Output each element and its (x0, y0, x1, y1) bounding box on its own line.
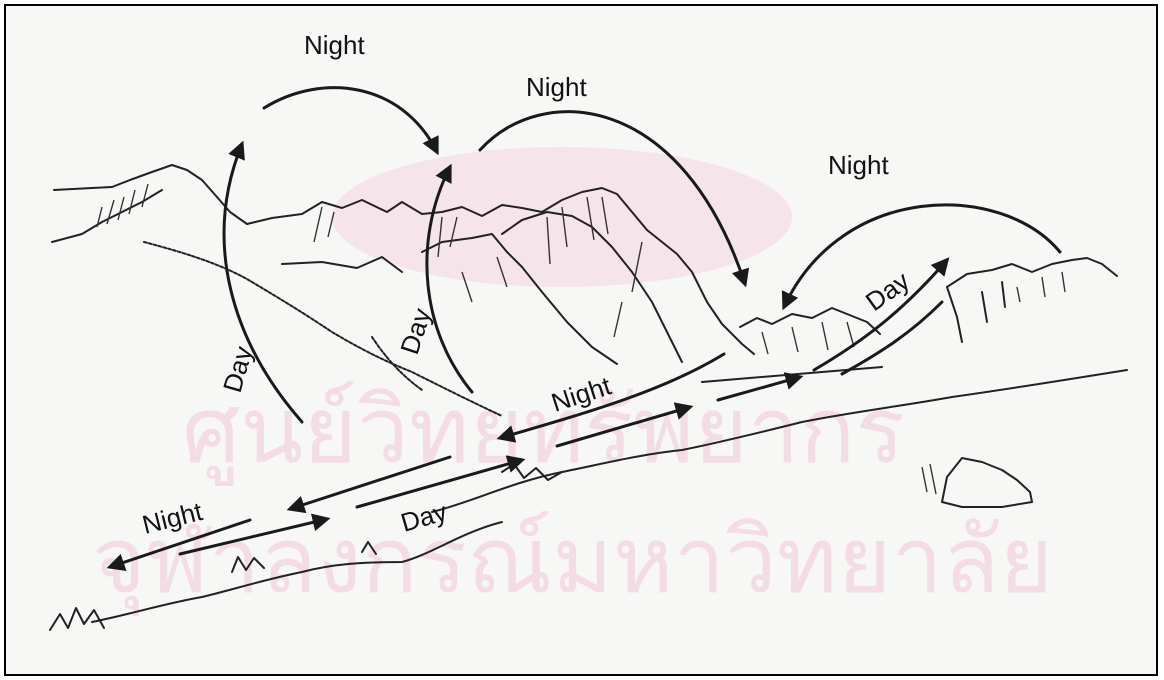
mountain-valley-wind-diagram: ศูนย์วิทยทรัพยากร จุฬาลงกรณ์มหาวิทยาลัย … (6, 6, 1156, 674)
diagram-frame: ศูนย์วิทยทรัพยากร จุฬาลงกรณ์มหาวิทยาลัย … (4, 4, 1158, 676)
boulder (942, 458, 1032, 507)
label-day-middle-slope: Day (394, 305, 437, 358)
night-arc-left (264, 88, 437, 152)
left-ridge (54, 165, 247, 224)
watermark-seal (332, 147, 792, 287)
right-low-hills (740, 308, 880, 334)
label-night-top-middle: Night (526, 72, 587, 102)
watermark-line-1: ศูนย์วิทยทรัพยากร (182, 377, 905, 486)
left-ridge-lower (52, 190, 162, 242)
label-day-right-slope: Day (860, 265, 915, 316)
label-night-top-right: Night (828, 150, 889, 180)
label-night-top-left: Night (304, 30, 365, 60)
right-mountains (947, 258, 1117, 287)
